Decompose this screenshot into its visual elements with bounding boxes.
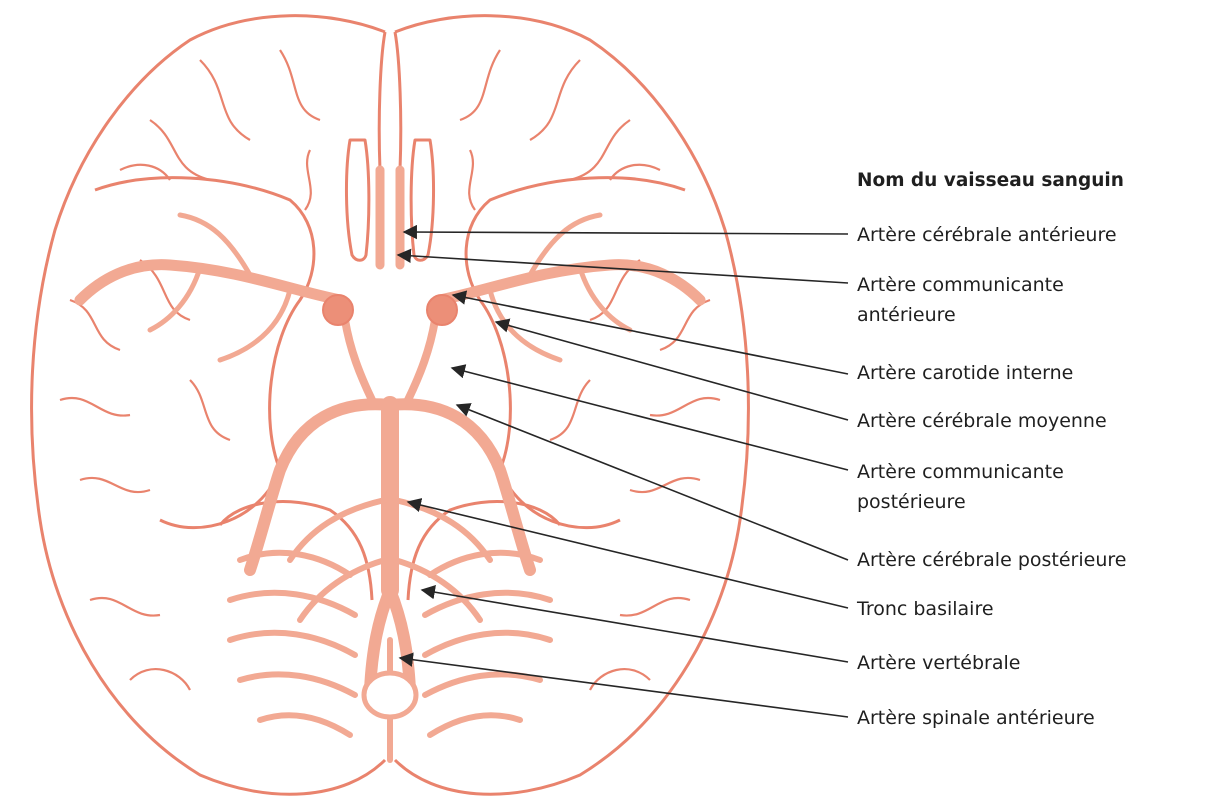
gyri-right-occipital [590,598,690,690]
leader-anterior-cerebral [404,232,848,234]
leader-lines [398,232,848,717]
label-posterior-cerebral-artery: Artère cérébrale postérieure [857,545,1126,575]
right-internal-carotid-node [427,295,457,325]
anterior-cerebral-arteries [380,170,400,265]
left-hemisphere-outline [32,16,385,795]
left-middle-cerebral-artery [80,265,340,300]
label-anterior-spinal-artery: Artère spinale antérieure [857,703,1095,733]
leader-vertebral [422,590,848,662]
left-olfactory-tract [346,140,368,260]
leader-middle-cerebral [496,322,848,420]
right-middle-cerebral-artery [440,265,700,300]
label-middle-cerebral-artery: Artère cérébrale moyenne [857,406,1107,436]
leader-anterior-spinal [400,658,848,717]
label-basilar-trunk: Tronc basilaire [857,594,994,624]
longitudinal-fissure [379,32,401,170]
medulla-oval [364,673,416,717]
right-olfactory-tract [411,140,433,260]
label-internal-carotid-artery: Artère carotide interne [857,358,1073,388]
right-hemisphere-outline [395,16,748,795]
legend-header: Nom du vaisseau sanguin [857,166,1124,196]
label-anterior-communicating-artery: Artère communicante antérieure [857,270,1064,330]
gyri-left-occipital [90,598,190,690]
posterior-communicating-left [345,320,372,400]
label-posterior-communicating-artery: Artère communicante postérieure [857,457,1064,517]
left-internal-carotid-node [323,295,353,325]
label-vertebral-artery: Artère vertébrale [857,648,1020,678]
posterior-communicating-right [408,320,435,400]
label-anterior-cerebral-artery: Artère cérébrale antérieure [857,220,1117,250]
